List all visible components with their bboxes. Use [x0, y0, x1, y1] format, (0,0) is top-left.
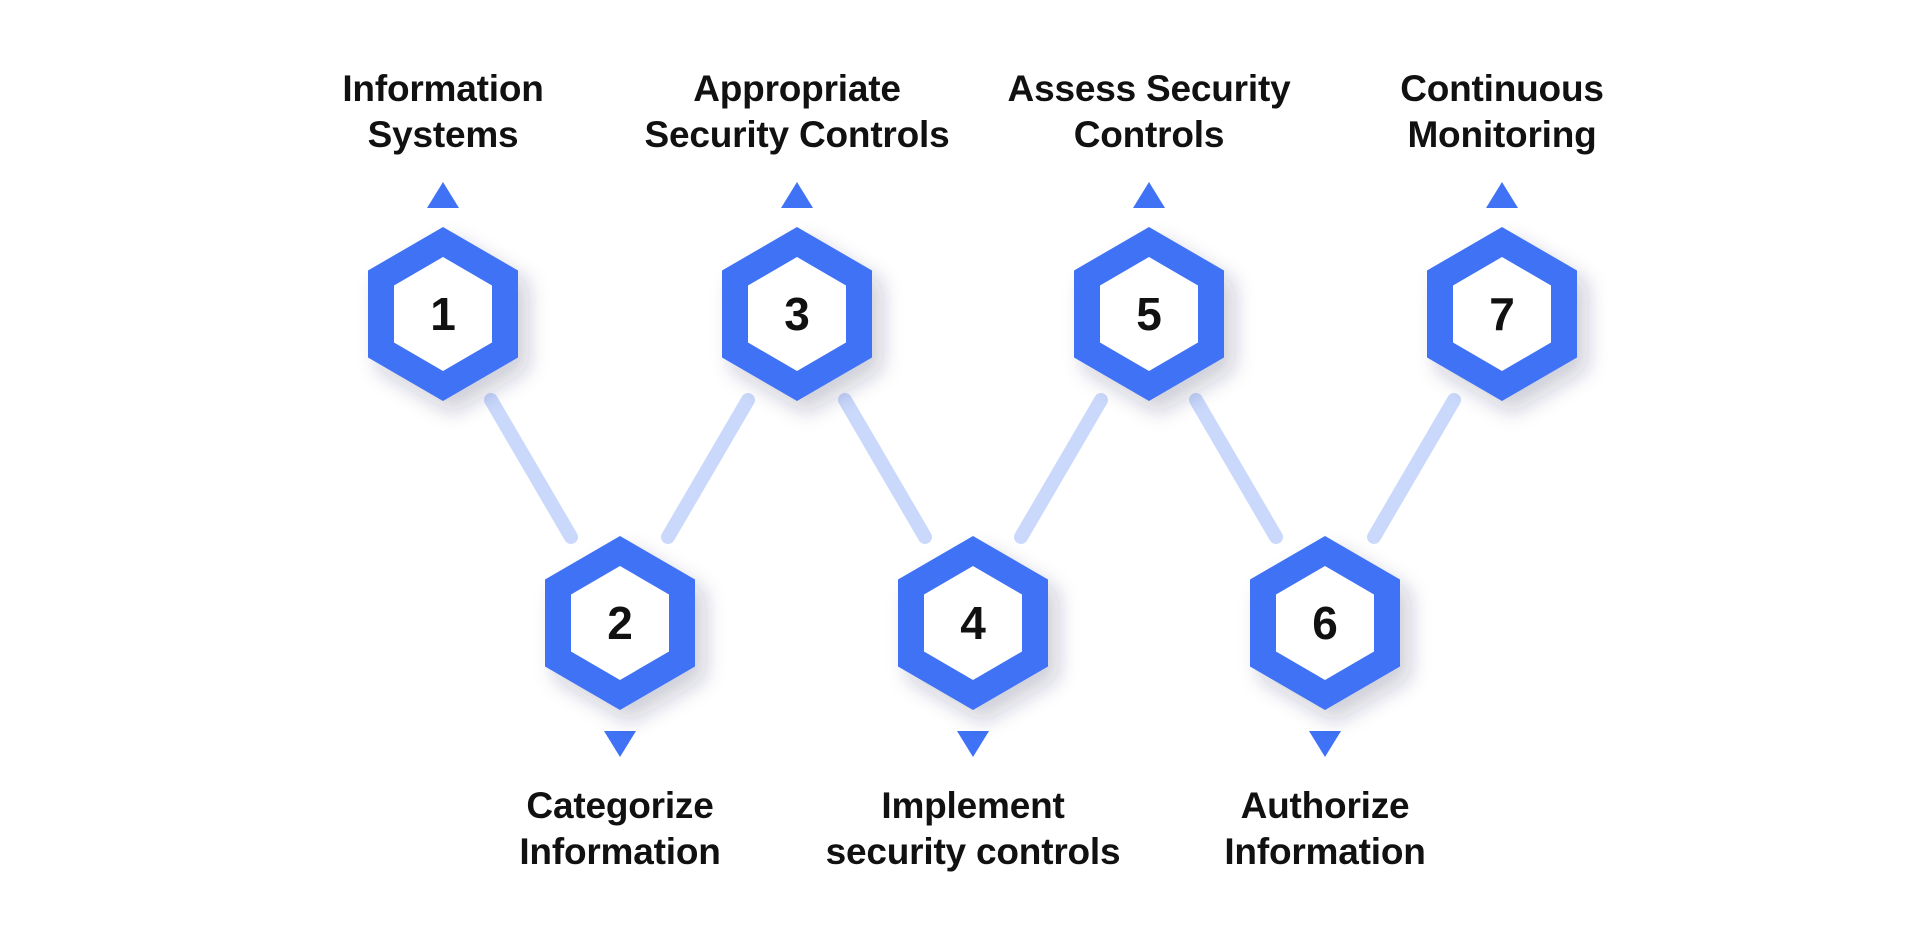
step-1: 1	[368, 182, 518, 401]
pointer-down-icon	[957, 731, 989, 757]
step-label-5: Assess Security Controls	[969, 66, 1329, 158]
label-line-1: Appropriate	[693, 68, 901, 109]
step-number: 1	[430, 288, 456, 340]
label-line-1: Categorize	[526, 785, 714, 826]
connector-4-5	[1014, 393, 1108, 544]
label-line-1: Authorize	[1240, 785, 1410, 826]
hexagon-inner	[924, 566, 1022, 680]
hexagon-inner	[394, 257, 492, 371]
step-number: 3	[784, 288, 810, 340]
pointer-up-icon	[1486, 182, 1518, 208]
step-2: 2	[545, 536, 695, 757]
step-3: 3	[722, 182, 872, 401]
step-label-1: Information Systems	[263, 66, 623, 158]
hexagon-inner	[571, 566, 669, 680]
connector-5-6	[1189, 393, 1283, 544]
step-label-4: Implement security controls	[793, 783, 1153, 875]
label-line-2: Systems	[367, 114, 519, 155]
step-4: 4	[898, 536, 1048, 757]
step-number: 7	[1489, 288, 1515, 340]
connector-3-4	[838, 393, 932, 544]
pointer-up-icon	[781, 182, 813, 208]
connector-2-3	[661, 393, 755, 544]
hexagon-inner	[748, 257, 846, 371]
connector-6-7	[1367, 393, 1461, 544]
connector-1-2	[484, 393, 578, 544]
hexagon-inner	[1453, 257, 1551, 371]
label-line-2: Security Controls	[644, 114, 950, 155]
pointer-down-icon	[1309, 731, 1341, 757]
step-label-2: Categorize Information	[440, 783, 800, 875]
label-line-1: Implement	[881, 785, 1065, 826]
step-number: 6	[1312, 597, 1338, 649]
hexagon-inner	[1276, 566, 1374, 680]
label-line-2: Monitoring	[1407, 114, 1597, 155]
step-label-7: Continuous Monitoring	[1322, 66, 1682, 158]
label-line-1: Assess Security	[1007, 68, 1291, 109]
step-label-3: Appropriate Security Controls	[617, 66, 977, 158]
label-line-2: Information	[519, 831, 721, 872]
connectors	[484, 393, 1461, 544]
label-line-1: Information	[342, 68, 544, 109]
hexagon-inner	[1100, 257, 1198, 371]
step-label-6: Authorize Information	[1145, 783, 1505, 875]
label-line-2: security controls	[825, 831, 1121, 872]
step-number: 2	[607, 597, 633, 649]
step-7: 7	[1427, 182, 1577, 401]
pointer-down-icon	[604, 731, 636, 757]
step-number: 5	[1136, 288, 1162, 340]
step-6: 6	[1250, 536, 1400, 757]
label-line-2: Information	[1224, 831, 1426, 872]
pointer-up-icon	[427, 182, 459, 208]
label-line-2: Controls	[1073, 114, 1225, 155]
step-5: 5	[1074, 182, 1224, 401]
label-line-1: Continuous	[1400, 68, 1604, 109]
step-number: 4	[960, 597, 986, 649]
pointer-up-icon	[1133, 182, 1165, 208]
